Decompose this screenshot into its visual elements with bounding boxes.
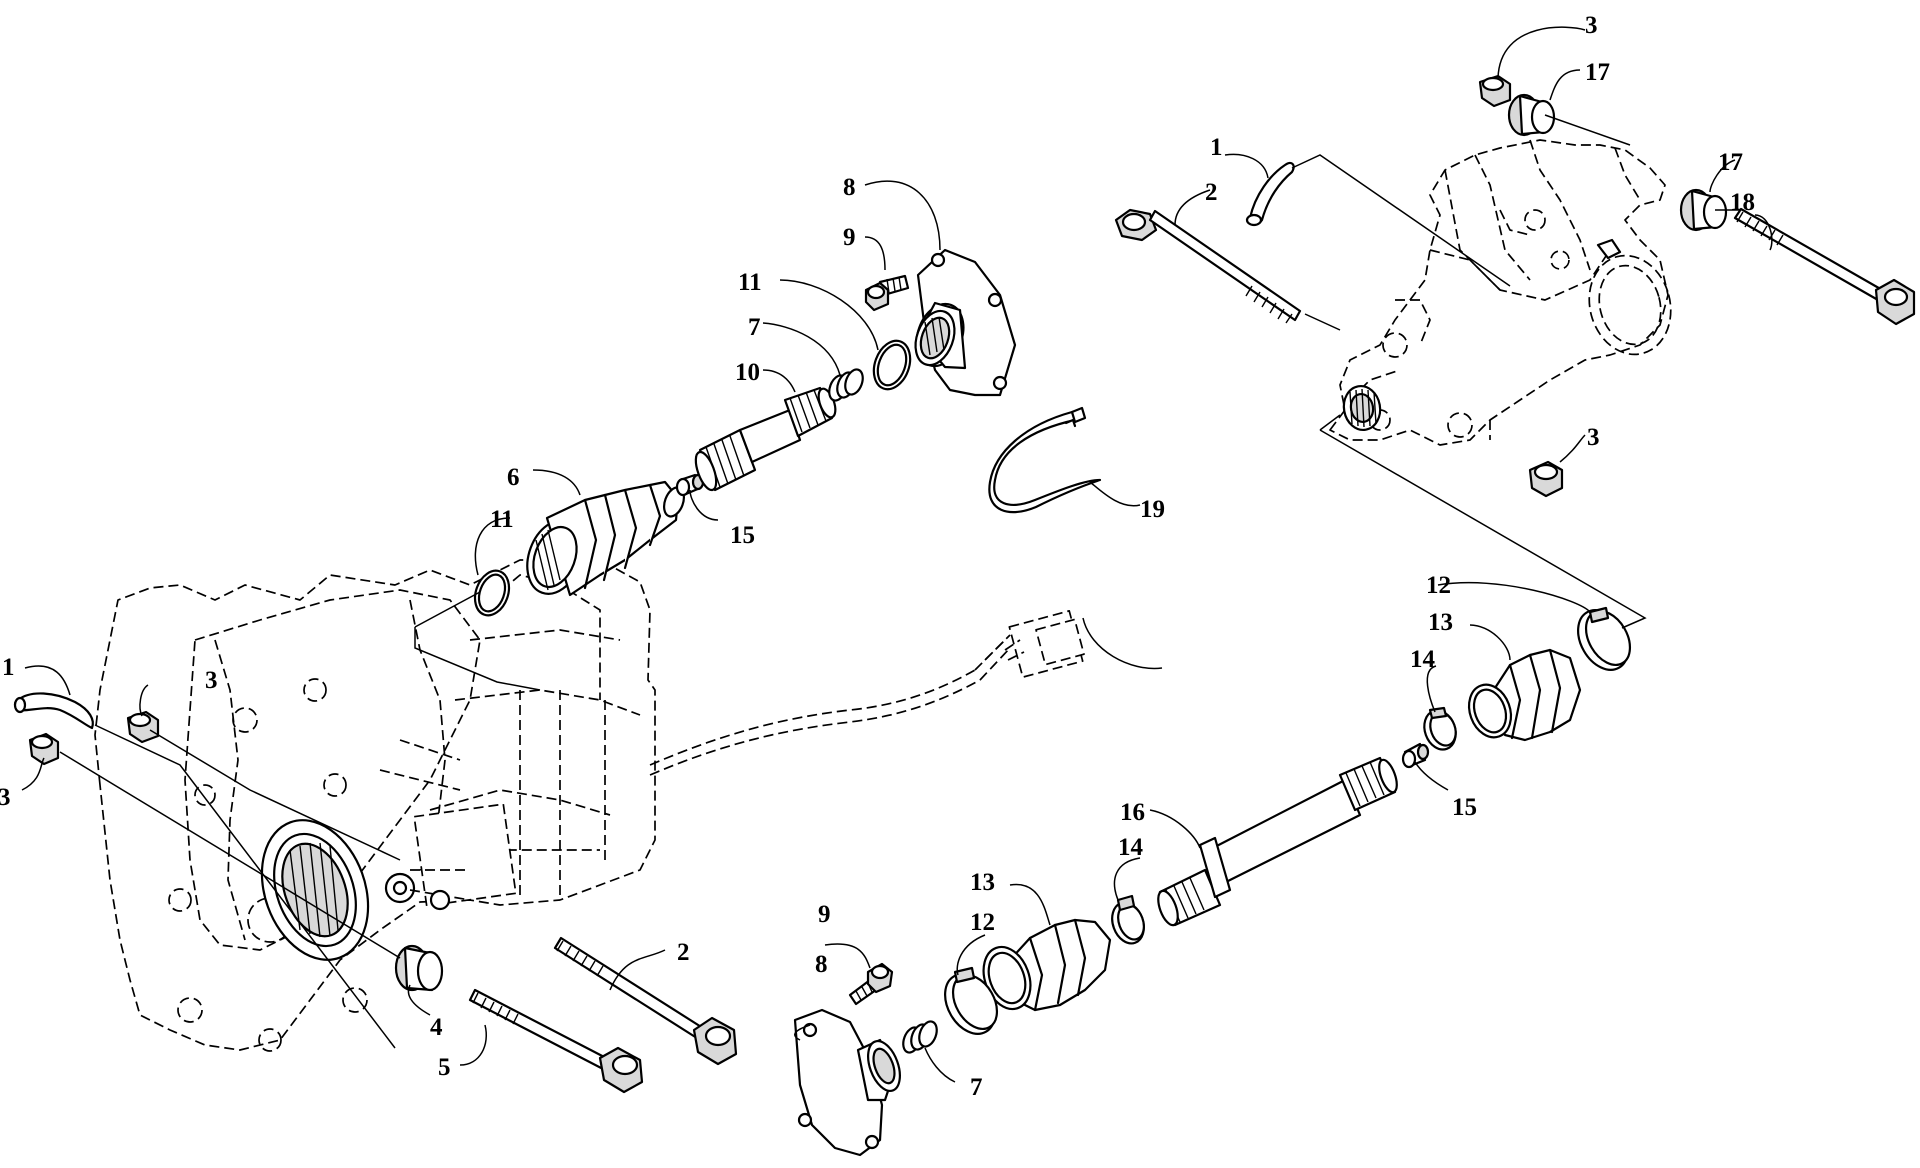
callout-6: 6 xyxy=(507,464,520,491)
front-gearcase-housing xyxy=(94,559,656,1052)
callout-1-rear: 1 xyxy=(1210,134,1223,161)
callout-12-upper: 12 xyxy=(1426,572,1451,599)
output-flange-upper xyxy=(914,248,1017,397)
wire-harness xyxy=(649,634,1011,776)
callout-3-front-lower: 3 xyxy=(0,784,11,811)
callout-2-front: 2 xyxy=(677,939,690,966)
nut-rear-lower xyxy=(1528,460,1564,498)
callout-19: 19 xyxy=(1140,496,1165,523)
mounting-bolt-rear-right xyxy=(1733,207,1916,326)
protective-boot-front xyxy=(526,480,685,597)
callout-14-lower: 14 xyxy=(1118,834,1144,861)
rear-gearcase-housing xyxy=(1329,139,1672,446)
callout-3-front-upper: 3 xyxy=(205,667,218,694)
protective-boot-rear-lower xyxy=(982,918,1112,1012)
callout-8-lower: 8 xyxy=(815,951,828,978)
vent-hose-front xyxy=(13,692,94,730)
callout-15-rear: 15 xyxy=(1452,794,1477,821)
callout-7-lower: 7 xyxy=(970,1074,983,1101)
protective-boot-rear-upper xyxy=(1467,648,1582,742)
callout-17-lower: 17 xyxy=(1718,149,1743,176)
hose-clamp-lower xyxy=(944,966,999,1035)
vent-hose-rear xyxy=(1245,161,1295,227)
callout-11-upper: 11 xyxy=(738,269,762,296)
shaft-plug-rear xyxy=(1401,742,1430,769)
mounting-bolt-long-rear xyxy=(1114,208,1302,324)
spring-washer-lower xyxy=(902,1020,938,1054)
nut-rear-upper xyxy=(1478,74,1512,108)
callout-3-rear-lower: 3 xyxy=(1587,424,1600,451)
callout-2-rear: 2 xyxy=(1205,179,1218,206)
callout-10: 10 xyxy=(735,359,760,386)
hose-clamp-upper xyxy=(1577,606,1632,671)
callout-13-lower: 13 xyxy=(970,869,995,896)
callout-9-upper: 9 xyxy=(843,224,856,251)
drive-shaft-long xyxy=(1157,756,1398,927)
assembly-lines xyxy=(59,114,1740,1049)
small-clamp-upper xyxy=(1423,706,1457,751)
spacer-rear-lower xyxy=(1679,188,1728,232)
o-ring-lower xyxy=(473,569,511,617)
callout-11-lower: 11 xyxy=(490,506,514,533)
cable-tie xyxy=(988,406,1102,514)
nut-front-lower xyxy=(28,732,60,766)
callout-8-upper: 8 xyxy=(843,174,856,201)
small-clamp-lower xyxy=(1111,894,1145,945)
callout-4: 4 xyxy=(430,1014,443,1041)
callout-7-upper: 7 xyxy=(748,314,761,341)
callout-15-front: 15 xyxy=(730,522,755,549)
leader-lines xyxy=(21,26,1773,1083)
o-ring-upper xyxy=(872,339,912,391)
mounting-bolt-long-front xyxy=(553,936,738,1066)
spacer-rear-upper xyxy=(1507,93,1556,137)
nut-front-upper xyxy=(126,710,160,744)
callout-12-lower: 12 xyxy=(970,909,995,936)
callout-1-front: 1 xyxy=(2,654,15,681)
callout-17-upper: 17 xyxy=(1585,59,1610,86)
callout-16: 16 xyxy=(1120,799,1145,826)
drive-shaft-short xyxy=(694,386,837,492)
mounting-bolt-short xyxy=(468,988,644,1094)
callout-labels: 1 3 3 2 4 5 6 10 7 11 11 9 8 15 19 1 2 3… xyxy=(0,12,1755,1101)
output-flange-lower xyxy=(793,1008,901,1157)
flange-screw-upper xyxy=(864,274,910,312)
callout-9-lower: 9 xyxy=(818,901,831,928)
callout-13-upper: 13 xyxy=(1428,609,1453,636)
spring-washer-upper xyxy=(828,368,864,402)
callout-14-upper: 14 xyxy=(1410,646,1436,673)
harness-connector xyxy=(1004,610,1085,678)
callout-3-rear-upper: 3 xyxy=(1585,12,1598,39)
flange-screw-lower xyxy=(848,962,894,1006)
mounting-spacer xyxy=(394,944,444,992)
callout-18: 18 xyxy=(1730,189,1755,216)
callout-5: 5 xyxy=(438,1054,451,1081)
